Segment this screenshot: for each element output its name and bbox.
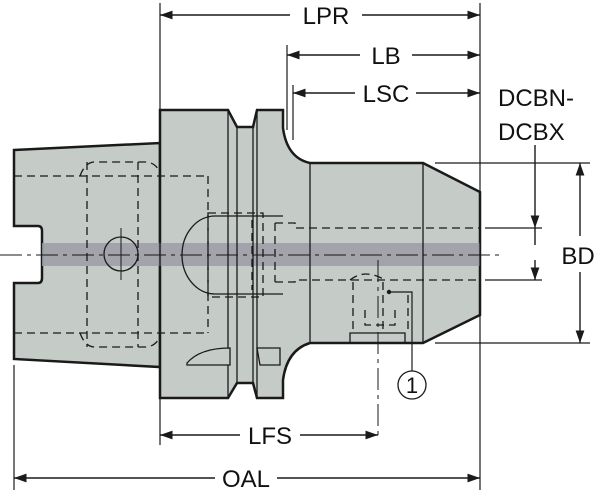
bd-label: BD (561, 243, 594, 270)
callout-1: 1 (386, 289, 427, 400)
center-lines (0, 254, 500, 440)
oal-label: OAL (222, 466, 270, 491)
internal-lines (103, 110, 424, 398)
lb-label: LB (371, 43, 400, 70)
lfs-label: LFS (248, 423, 292, 450)
dcbx-label: DCBX (498, 119, 565, 146)
callout-number: 1 (406, 373, 418, 398)
dcbn-label: DCBN- (498, 85, 574, 112)
lsc-label: LSC (363, 81, 410, 108)
lpr-label: LPR (303, 3, 350, 30)
